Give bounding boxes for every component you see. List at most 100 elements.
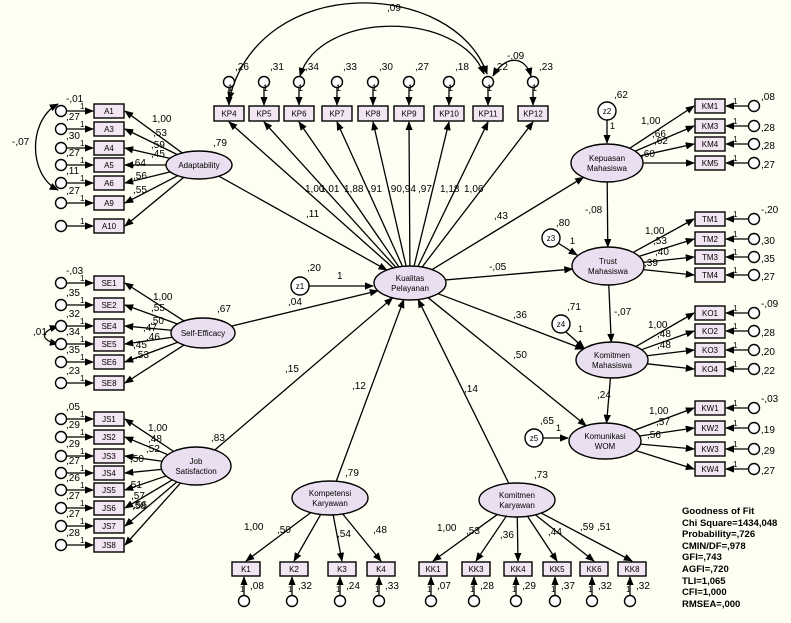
adaptability-loading-label: ,59 — [151, 140, 165, 151]
job-satisfaction-latent-label: Job — [190, 457, 203, 466]
job-satisfaction-indicator-js5-box — [93, 482, 125, 498]
adaptability-variance-label: ,79 — [213, 138, 227, 149]
trust-error-variance: ,27 — [761, 272, 775, 283]
trust-error-variance: -,20 — [761, 205, 779, 216]
kp-error-weight: 1 — [408, 83, 413, 93]
wom-error-variance: -,03 — [761, 394, 779, 405]
path-label-kompetensi: ,12 — [352, 381, 366, 392]
self-efficacy-error-weight: 1 — [80, 274, 85, 283]
komitmen-error-weight: 1 — [733, 304, 738, 313]
path-kualitas-wom-label: ,50 — [513, 350, 527, 361]
trust-loading-arrow — [632, 218, 695, 253]
z3-label: z3 — [547, 234, 556, 243]
self-efficacy-error-weight: 1 — [80, 317, 85, 326]
komitmen-mahasiswa-latent-label: Komitmen — [594, 351, 630, 360]
kompetensi-karyawan-latent-label: Kompetensi — [309, 489, 351, 498]
kompetensi-loading-arrow — [332, 514, 345, 562]
job-satisfaction-latent-label: Satisfaction — [175, 467, 216, 476]
kp-loading-arrow — [421, 121, 534, 268]
job-satisfaction-loading-label: ,56 — [133, 500, 147, 511]
komitmen-error-variance: -,09 — [761, 299, 779, 310]
komitmen-error-variance: ,22 — [761, 366, 775, 377]
kp-error-weight: 1 — [263, 83, 268, 93]
job-satisfaction-indicator-js3-box — [93, 448, 125, 464]
kompetensi-error-variance: ,08 — [250, 581, 264, 592]
adaptability-error-weight: 1 — [80, 217, 85, 226]
komitmen-karyawan-error-weight: 1 — [588, 585, 593, 594]
wom-indicator-kw4-label: KW4 — [701, 465, 719, 474]
kepuasan-indicator-km5-box — [694, 155, 726, 171]
kp-loading-label: 1,88 — [344, 184, 364, 195]
fit-gfi: GFI=,743 — [682, 552, 722, 564]
kp-loading-label: ,90 — [388, 184, 402, 195]
self-efficacy-indicator-se2-box — [93, 297, 125, 313]
trust-error-weight: 1 — [733, 248, 738, 257]
z1-weight-label: 1 — [337, 271, 343, 282]
komitmen-loading-arrow — [647, 363, 695, 372]
kp-error-variance: ,23 — [539, 62, 553, 73]
fit-probability: Probability=,726 — [682, 529, 756, 541]
kp-error-weight: 1 — [336, 83, 341, 93]
trust-loading-label: ,53 — [653, 236, 667, 247]
kepuasan-error-circle — [747, 99, 761, 113]
z1-label: z1 — [296, 282, 305, 291]
trust-error-weight: 1 — [733, 230, 738, 239]
path-kualitas-komitmen — [437, 293, 585, 350]
self-efficacy-loading-arrow — [124, 304, 178, 325]
kepuasan-mahasiswa-latent-label: Kepuasan — [589, 154, 625, 163]
path-kompetensi-kualitas — [335, 298, 405, 482]
komitmen-karyawan-indicator-kk5-label: KK5 — [549, 565, 565, 574]
job-satisfaction-error-variance: ,27 — [66, 491, 80, 502]
job-satisfaction-error-circle — [54, 466, 68, 480]
adaptability-error-circle — [54, 176, 68, 190]
adaptability-error-variance: ,27 — [66, 186, 80, 197]
fit-cmin-df: CMIN/DF=,978 — [682, 540, 746, 552]
komitmen-loading-label: 1,00 — [648, 320, 668, 331]
trust-loading-arrow — [643, 254, 695, 263]
kepuasan-indicator-km3-box — [694, 118, 726, 134]
path-kualitas-kepuasan-label: ,43 — [494, 211, 508, 222]
z3-arrow — [557, 242, 578, 256]
z1-circle — [290, 276, 310, 296]
job-satisfaction-indicator-js7-label: JS7 — [102, 522, 116, 531]
kp-error-weight: 1 — [372, 83, 377, 93]
adaptability-error-weight: 1 — [80, 174, 85, 183]
adaptability-error-weight: 1 — [80, 102, 85, 111]
fit-chi-square: Chi Square=1434,048 — [682, 517, 778, 529]
self-efficacy-error-variance: ,35 — [66, 345, 80, 356]
kualitas-pelayanan-latent-ellipse — [373, 265, 447, 301]
komitmen-karyawan-loading-arrow — [540, 512, 633, 562]
self-efficacy-indicator-se6-label: SE6 — [101, 358, 117, 367]
kp-indicator-kp9-box — [393, 105, 425, 122]
path-label-self-efficacy: ,04 — [288, 297, 302, 308]
wom-error-weight: 1 — [733, 460, 738, 469]
self-efficacy-error-variance: ,32 — [66, 309, 80, 320]
self-efficacy-loading-label: ,46 — [146, 332, 160, 343]
adaptability-loading-label: ,53 — [153, 128, 167, 139]
komitmen-indicator-ko2-label: KO2 — [702, 327, 719, 336]
komitmen-karyawan-error-variance: ,29 — [522, 581, 536, 592]
kompetensi-error-variance: ,32 — [298, 581, 312, 592]
kp-loading-arrow — [228, 121, 394, 269]
z5-weight-label: 1 — [556, 423, 561, 433]
job-satisfaction-error-weight: 1 — [80, 410, 85, 419]
self-efficacy-error-circle — [54, 355, 68, 369]
kompetensi-indicator-k2-box — [279, 561, 309, 577]
path-komitmen-karyawan-kualitas — [417, 298, 510, 484]
trust-loading-arrow — [643, 269, 695, 278]
kompetensi-loading-label: ,54 — [337, 529, 351, 540]
job-satisfaction-error-circle — [54, 449, 68, 463]
job-satisfaction-loading-label: ,50 — [130, 454, 144, 465]
adaptability-loading-label: 1,00 — [152, 114, 172, 125]
kepuasan-indicator-km1-box — [694, 98, 726, 114]
path-self-efficacy-kualitas — [231, 289, 379, 327]
kompetensi-indicator-k3-box — [327, 561, 357, 577]
job-satisfaction-loading-arrow — [124, 453, 163, 462]
trust-mahasiswa-latent-ellipse — [571, 246, 645, 286]
adaptability-error-circle — [54, 158, 68, 172]
path-kepuasan-trust — [604, 181, 612, 248]
kp-indicator-kp6-label: KP6 — [291, 110, 307, 119]
path-kualitas-wom — [427, 297, 587, 427]
self-efficacy-indicator-se1-box — [93, 275, 125, 291]
komitmen-karyawan-error-circle — [585, 594, 599, 608]
